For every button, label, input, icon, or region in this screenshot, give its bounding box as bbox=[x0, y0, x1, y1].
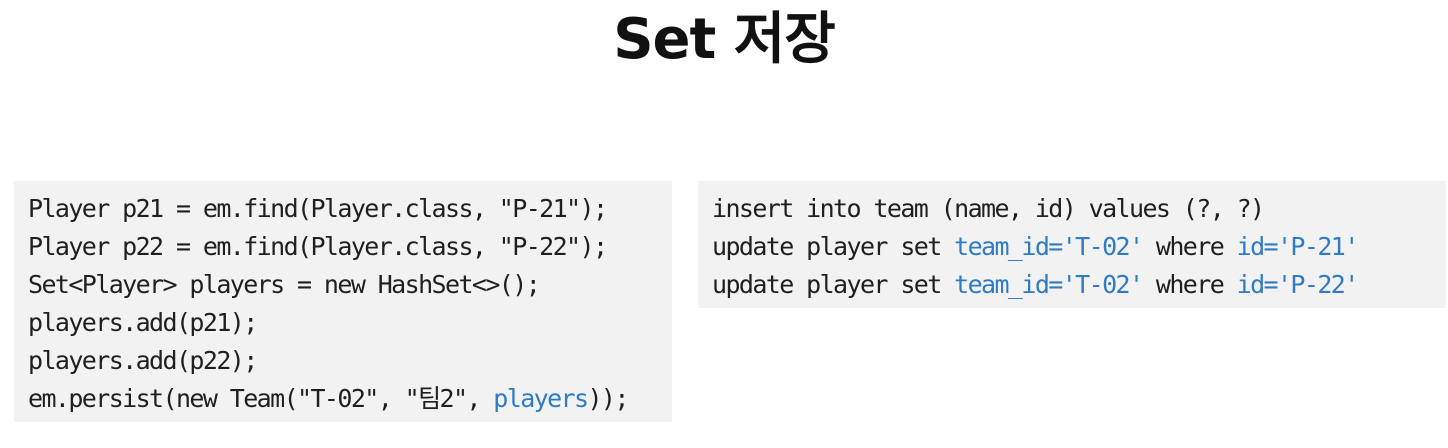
code-line: insert into team (name, id) values (?, ?… bbox=[712, 190, 1446, 228]
slide-title: Set 저장 bbox=[613, 7, 836, 72]
sql-output-block: insert into team (name, id) values (?, ?… bbox=[698, 181, 1446, 308]
highlighted-token: id='P-21' bbox=[1236, 232, 1360, 261]
code-token: Player p21 = em.find(Player.class, "P-21… bbox=[28, 194, 608, 223]
code-line: Player p21 = em.find(Player.class, "P-21… bbox=[28, 190, 672, 228]
code-token: insert into team (name, id) values (?, ?… bbox=[712, 194, 1265, 223]
code-token: em.persist(new Team("T-02", "팀2", bbox=[28, 384, 494, 413]
code-line: players.add(p21); bbox=[28, 304, 672, 342]
code-token: players.add(p21); bbox=[28, 308, 258, 337]
code-token: players.add(p22); bbox=[28, 346, 258, 375]
code-token: Player p22 = em.find(Player.class, "P-22… bbox=[28, 232, 608, 261]
code-line: update player set team_id='T-02' where i… bbox=[712, 228, 1446, 266]
code-line: Set<Player> players = new HashSet<>(); bbox=[28, 266, 672, 304]
code-line: update player set team_id='T-02' where i… bbox=[712, 266, 1446, 304]
highlighted-token: players bbox=[493, 384, 589, 413]
code-token: where bbox=[1142, 270, 1237, 299]
code-line: players.add(p22); bbox=[28, 342, 672, 380]
java-code-block: Player p21 = em.find(Player.class, "P-21… bbox=[14, 181, 672, 422]
code-token: update player set bbox=[712, 232, 955, 261]
code-token: where bbox=[1142, 232, 1237, 261]
code-token: Set<Player> players = new HashSet<>(); bbox=[28, 270, 541, 299]
highlighted-token: id='P-22' bbox=[1236, 270, 1360, 299]
code-token: update player set bbox=[712, 270, 955, 299]
highlighted-token: team_id='T-02' bbox=[954, 270, 1144, 299]
code-line: Player p22 = em.find(Player.class, "P-22… bbox=[28, 228, 672, 266]
code-token: )); bbox=[587, 384, 629, 413]
highlighted-token: team_id='T-02' bbox=[954, 232, 1144, 261]
code-line: em.persist(new Team("T-02", "팀2", player… bbox=[28, 380, 672, 418]
